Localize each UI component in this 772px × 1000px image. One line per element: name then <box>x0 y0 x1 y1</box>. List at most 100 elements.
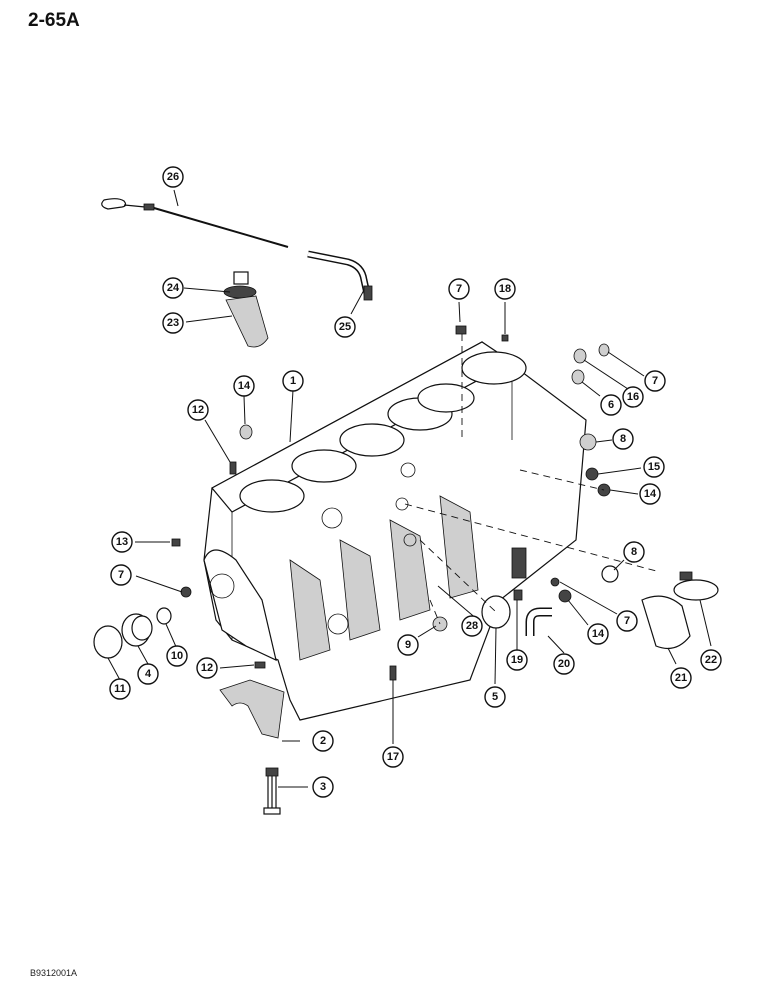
breather-tube <box>225 295 269 348</box>
svg-text:14: 14 <box>238 380 251 392</box>
svg-text:14: 14 <box>592 628 605 640</box>
svg-text:14: 14 <box>644 488 657 500</box>
callout-14-right: 14 <box>639 483 661 505</box>
callout-23: 23 <box>162 312 184 334</box>
dowel-12-lower <box>254 661 266 669</box>
dowel-12-top <box>229 461 237 475</box>
svg-text:24: 24 <box>167 282 180 294</box>
rear-plug-7-top <box>598 343 610 357</box>
callout-4: 4 <box>137 663 159 685</box>
svg-text:23: 23 <box>167 317 179 329</box>
callout-20: 20 <box>553 653 575 675</box>
bearing-cap <box>219 679 285 739</box>
plug-7-front <box>180 586 192 598</box>
callout-12-upper: 12 <box>187 399 209 421</box>
callout-28: 28 <box>461 615 483 637</box>
hose-clamp <box>673 571 719 601</box>
rear-seal-5 <box>481 595 511 629</box>
svg-text:28: 28 <box>466 620 478 632</box>
figure-code: B9312001A <box>30 968 78 978</box>
leader-lines <box>107 189 712 788</box>
assembly-lines <box>404 334 661 625</box>
callout-15: 15 <box>643 456 665 478</box>
svg-text:17: 17 <box>387 751 399 763</box>
callout-10: 10 <box>166 645 188 667</box>
callout-25: 25 <box>334 316 356 338</box>
callout-8-lower: 8 <box>623 541 645 563</box>
svg-text:7: 7 <box>118 569 124 581</box>
callout-7-front: 7 <box>110 564 132 586</box>
callout-17: 17 <box>382 746 404 768</box>
callout-1: 1 <box>282 370 304 392</box>
callout-12-lower: 12 <box>196 657 218 679</box>
svg-text:15: 15 <box>648 461 660 473</box>
plug-8-top <box>579 433 597 451</box>
plug-7-top <box>455 325 467 335</box>
breather-cap <box>223 271 257 299</box>
front-seal-ring <box>121 613 153 647</box>
svg-text:7: 7 <box>624 615 630 627</box>
svg-text:1: 1 <box>290 375 296 387</box>
plug-15 <box>585 467 599 481</box>
svg-text:19: 19 <box>511 654 523 666</box>
hose <box>641 595 691 649</box>
svg-text:12: 12 <box>201 662 213 674</box>
pin-18 <box>501 334 509 342</box>
svg-text:3: 3 <box>320 781 326 793</box>
svg-text:7: 7 <box>652 375 658 387</box>
plug-14-top <box>239 424 253 440</box>
svg-text:4: 4 <box>145 668 152 680</box>
svg-text:9: 9 <box>405 639 411 651</box>
svg-text:10: 10 <box>171 650 183 662</box>
pin-17 <box>389 665 397 681</box>
callout-18: 18 <box>494 278 516 300</box>
svg-text:18: 18 <box>499 283 511 295</box>
callout-22: 22 <box>700 649 722 671</box>
hose-elbow <box>525 607 552 636</box>
callout-16: 16 <box>622 386 644 408</box>
bearing-cap-bolt <box>263 767 281 815</box>
callout-7-rear: 7 <box>644 370 666 392</box>
plug-7-lower <box>550 577 560 587</box>
callout-13: 13 <box>111 531 133 553</box>
dipstick <box>101 198 289 248</box>
svg-text:2: 2 <box>320 735 326 747</box>
svg-text:13: 13 <box>116 536 128 548</box>
callout-21: 21 <box>670 667 692 689</box>
svg-text:20: 20 <box>558 658 570 670</box>
svg-text:6: 6 <box>608 399 614 411</box>
svg-text:16: 16 <box>627 391 639 403</box>
svg-text:21: 21 <box>675 672 687 684</box>
callout-6: 6 <box>600 394 622 416</box>
callout-24: 24 <box>162 277 184 299</box>
page-number: 2-65A <box>28 10 80 31</box>
callout-8-upper: 8 <box>612 428 634 450</box>
callout-3: 3 <box>312 776 334 798</box>
svg-text:22: 22 <box>705 654 717 666</box>
front-plug-disc <box>93 625 123 659</box>
plug-13 <box>171 538 181 547</box>
svg-text:12: 12 <box>192 404 204 416</box>
callout-9: 9 <box>397 634 419 656</box>
callout-11: 11 <box>109 678 131 700</box>
svg-text:8: 8 <box>631 546 637 558</box>
svg-text:7: 7 <box>456 283 462 295</box>
fitting-19 <box>513 589 523 601</box>
front-small-plug <box>156 607 172 625</box>
callout-19: 19 <box>506 649 528 671</box>
callout-14-lower: 14 <box>587 623 609 645</box>
callout-14-upper: 14 <box>233 375 255 397</box>
callout-7-top: 7 <box>448 278 470 300</box>
rear-plug-16 <box>573 348 587 364</box>
svg-text:8: 8 <box>620 433 626 445</box>
engine-block <box>203 341 587 721</box>
callout-5: 5 <box>484 686 506 708</box>
dipstick-tube <box>307 250 373 301</box>
callout-26: 26 <box>162 166 184 188</box>
callout-2: 2 <box>312 730 334 752</box>
svg-text:11: 11 <box>114 683 126 695</box>
svg-text:25: 25 <box>339 321 351 333</box>
plug-14-lower <box>558 589 572 603</box>
callout-7-lower: 7 <box>616 610 638 632</box>
